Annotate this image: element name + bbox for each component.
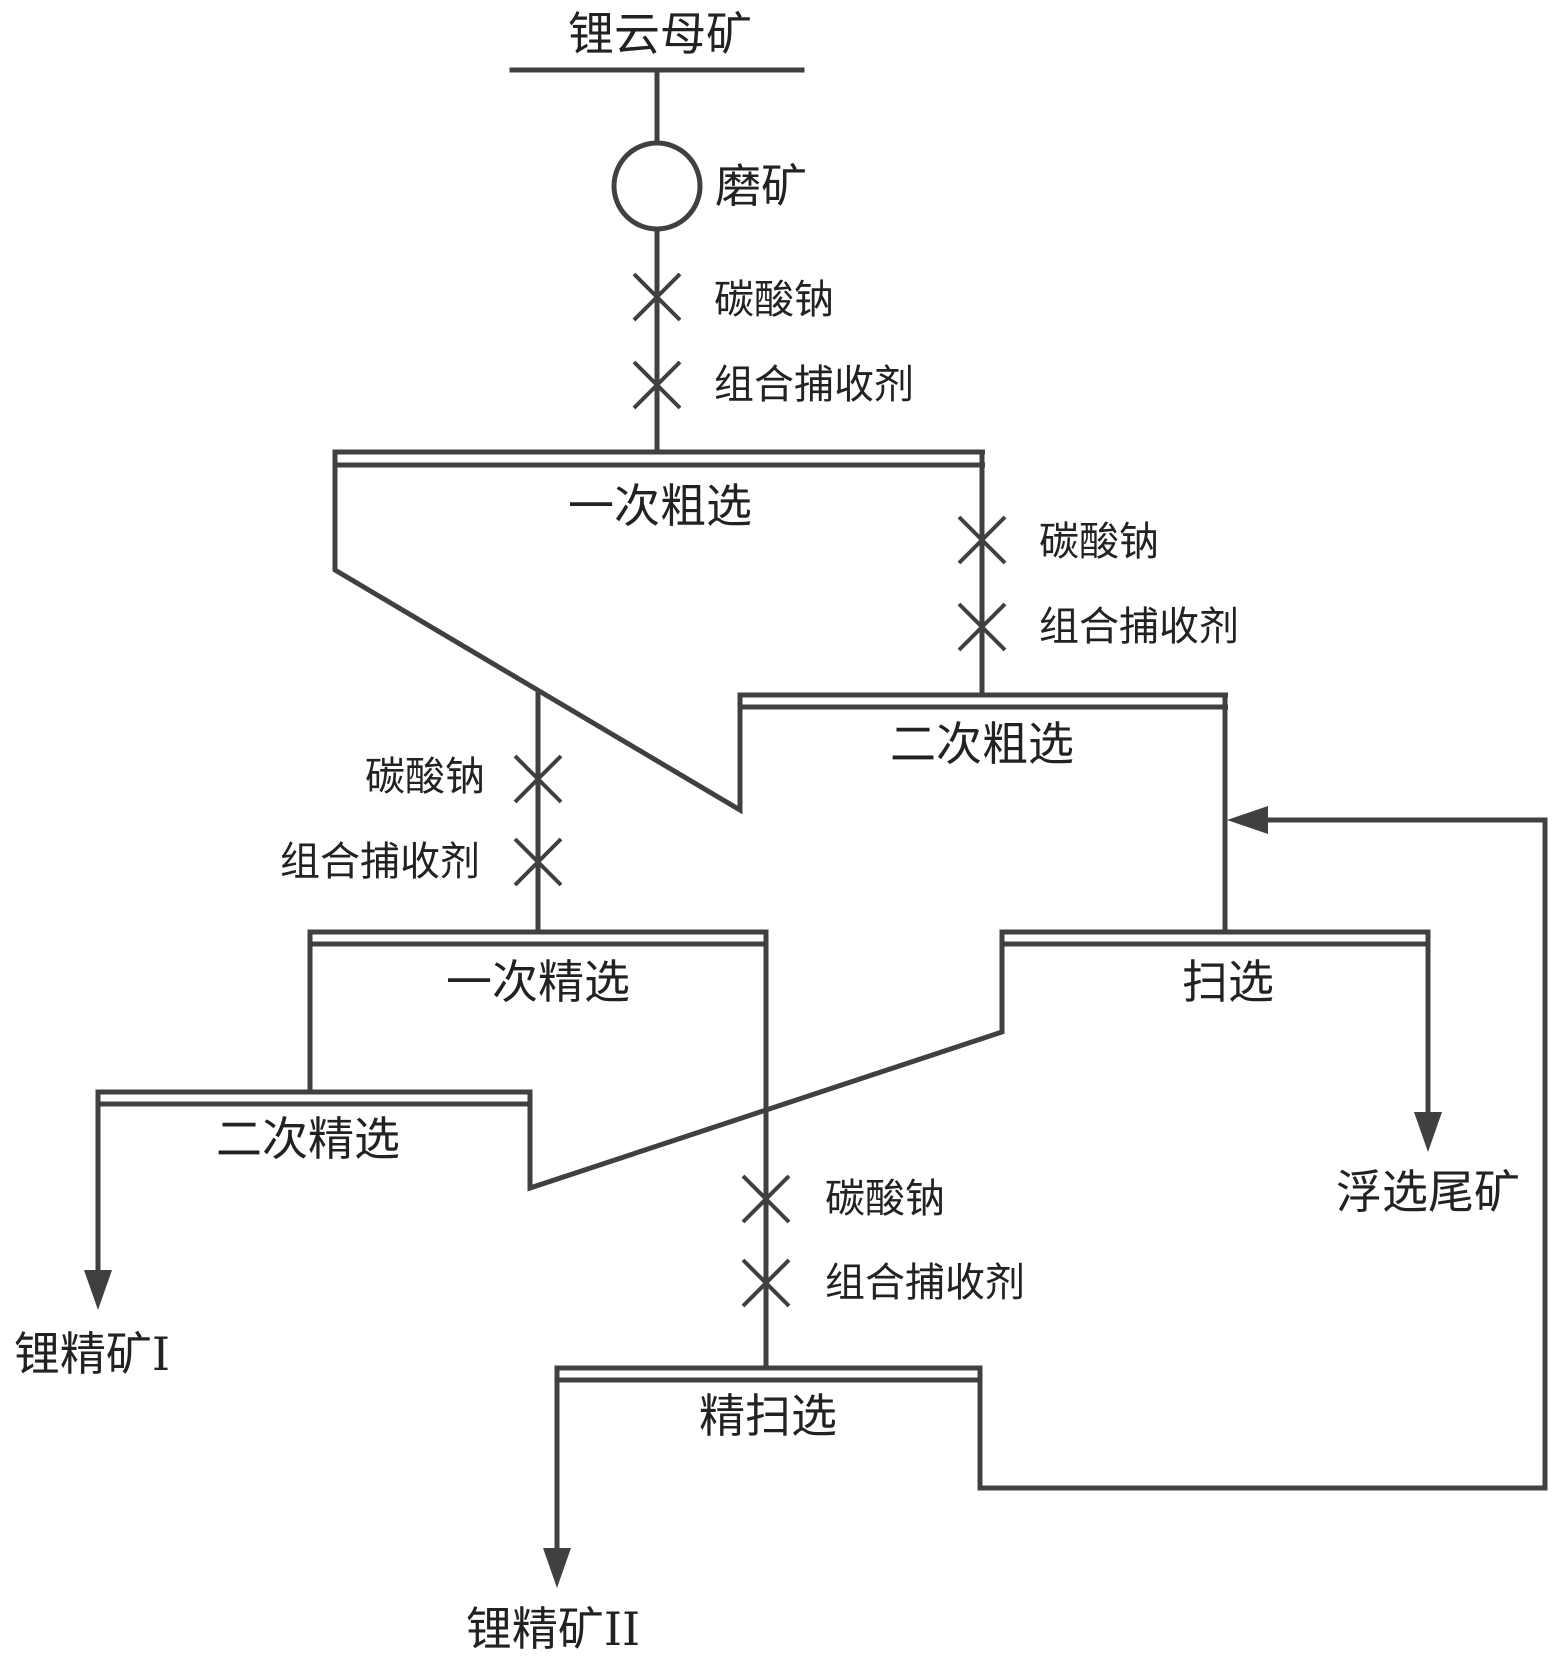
cleaner2-label: 二次精选 bbox=[216, 1112, 400, 1166]
reagent-addition-icon bbox=[513, 837, 563, 887]
reagent-label: 组合捕收剂 bbox=[714, 362, 914, 408]
reagent-label: 碳酸钠 bbox=[1039, 519, 1159, 565]
reagent-addition-icon bbox=[957, 602, 1007, 652]
reagent-label: 组合捕收剂 bbox=[280, 839, 480, 885]
reagent-addition-icon bbox=[741, 1174, 791, 1224]
tailings-label: 浮选尾矿 bbox=[1336, 1165, 1520, 1219]
grinding-mill-icon bbox=[611, 140, 703, 232]
reagent-addition-icon bbox=[957, 515, 1007, 565]
recycle-line bbox=[977, 817, 1548, 1491]
grinding-label: 磨矿 bbox=[715, 159, 807, 213]
arrow-left-icon bbox=[1227, 806, 1268, 834]
arrow-down-icon bbox=[84, 1270, 112, 1310]
reagent-addition-icon bbox=[741, 1258, 791, 1308]
arrow-down-icon bbox=[543, 1548, 571, 1588]
feed-label: 锂云母矿 bbox=[568, 7, 752, 61]
reagent-addition-icon bbox=[632, 272, 682, 322]
reagent-addition-icon bbox=[632, 360, 682, 410]
reagent-label: 组合捕收剂 bbox=[825, 1260, 1025, 1306]
rougher2-label: 二次粗选 bbox=[890, 717, 1074, 771]
scavenger-cell bbox=[527, 929, 1442, 1192]
reagent-addition-icon bbox=[513, 754, 563, 804]
cleaner-scavenger-label: 精扫选 bbox=[699, 1389, 837, 1443]
concentrate2-label: 锂精矿II bbox=[466, 1602, 640, 1656]
reagent-label: 碳酸钠 bbox=[365, 754, 485, 800]
cleaner2-cell bbox=[84, 1089, 530, 1310]
rougher1-label: 一次粗选 bbox=[568, 479, 752, 533]
rougher2-cell bbox=[738, 692, 1228, 935]
cleaner-scavenger-cell bbox=[543, 1365, 982, 1588]
cleaner1-label: 一次精选 bbox=[446, 955, 630, 1009]
cleaner1-cell bbox=[307, 929, 769, 1371]
scavenger-label: 扫选 bbox=[1182, 955, 1274, 1009]
reagent-label: 碳酸钠 bbox=[714, 277, 834, 323]
concentrate1-label: 锂精矿I bbox=[14, 1327, 170, 1381]
reagent-label: 组合捕收剂 bbox=[1039, 604, 1239, 650]
arrow-down-icon bbox=[1414, 1112, 1442, 1152]
reagent-label: 碳酸钠 bbox=[825, 1176, 945, 1222]
